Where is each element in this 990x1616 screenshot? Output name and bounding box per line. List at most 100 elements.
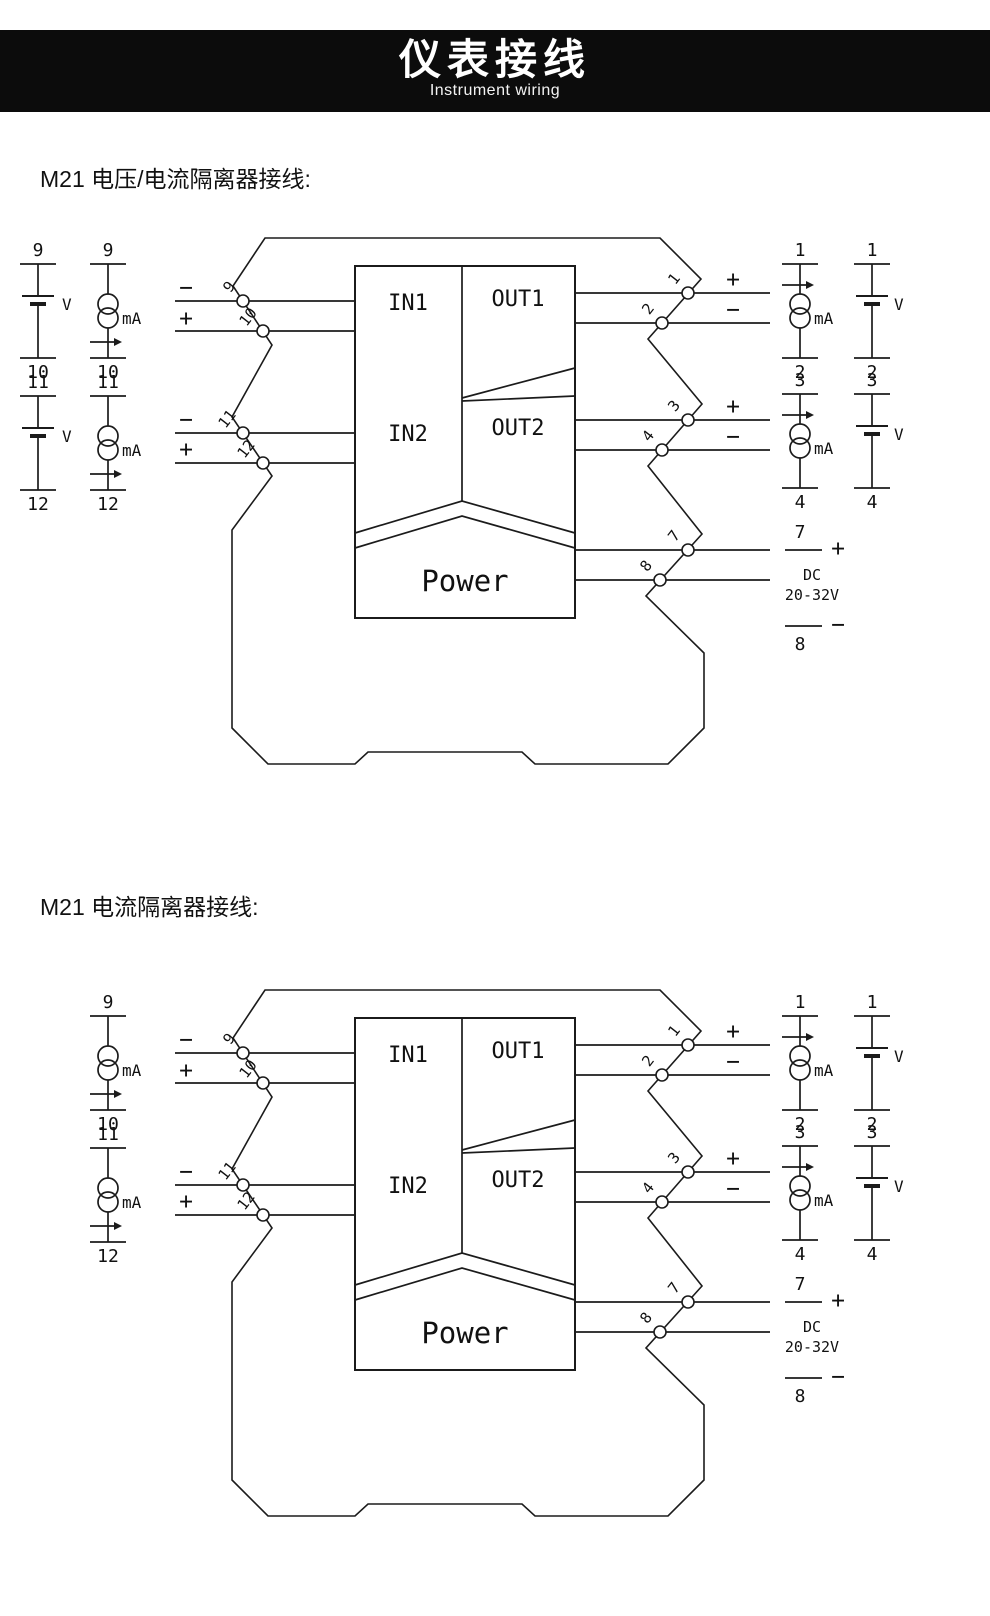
terminal-number: 8 bbox=[795, 1386, 806, 1407]
current-symbol-label: mA bbox=[814, 309, 834, 328]
current-direction-arrow bbox=[806, 1163, 814, 1171]
minus-sign: − bbox=[831, 612, 845, 638]
current-symbol-label: mA bbox=[122, 441, 142, 460]
terminal-8-label: 8 bbox=[636, 1309, 656, 1327]
plus-sign: + bbox=[831, 536, 845, 562]
isolator-module-box: IN1 OUT1 IN2 OUT2 Power bbox=[354, 265, 576, 619]
voltage-indicator-3-4: 3 V 4 bbox=[854, 1122, 904, 1265]
module-in1-label: IN1 bbox=[388, 1043, 428, 1068]
minus-sign: − bbox=[179, 275, 193, 301]
dc-label: DC bbox=[803, 566, 821, 584]
isolator-case-outline bbox=[231, 989, 705, 1517]
minus-sign: − bbox=[726, 1176, 740, 1202]
terminal-12-label: 12 bbox=[233, 436, 258, 461]
current-direction-arrow bbox=[806, 411, 814, 419]
module-out1-label: OUT1 bbox=[492, 287, 545, 312]
connection-wires bbox=[175, 1044, 770, 1333]
voltage-symbol-label: V bbox=[62, 295, 72, 314]
current-symbol-label: mA bbox=[122, 1193, 142, 1212]
voltage-indicator-1-2: 1 V 2 bbox=[854, 240, 904, 383]
terminal-points bbox=[236, 1038, 695, 1339]
terminal-number: 9 bbox=[103, 992, 114, 1013]
diagram-voltage-current-isolator: IN1 OUT1 IN2 OUT2 Power − + − + + − + − … bbox=[0, 198, 990, 798]
page-title: 仪表接线 bbox=[398, 36, 591, 83]
terminal-3-label: 3 bbox=[664, 1149, 684, 1167]
minus-sign: − bbox=[179, 1159, 193, 1185]
isolator-case-outline bbox=[231, 237, 705, 765]
current-direction-arrow bbox=[806, 1033, 814, 1041]
module-in2-label: IN2 bbox=[388, 1174, 428, 1199]
diagram-current-isolator: IN1 OUT1 IN2 OUT2 Power − + − + + − + − … bbox=[0, 950, 990, 1550]
section-title-current: M21 电流隔离器接线: bbox=[40, 894, 259, 920]
module-power-label: Power bbox=[421, 564, 508, 598]
terminal-number: 7 bbox=[795, 1274, 806, 1295]
current-direction-arrow bbox=[114, 470, 122, 478]
terminal-number: 3 bbox=[795, 370, 806, 391]
dc-power-supply: 7 + DC 20-32V − 8 bbox=[785, 522, 845, 655]
isolator-module-box: IN1 OUT1 IN2 OUT2 Power bbox=[354, 1017, 576, 1371]
wire-polarity-signs: − + − + + − + − bbox=[179, 267, 740, 463]
module-out1-label: OUT1 bbox=[492, 1039, 545, 1064]
terminal-7-label: 7 bbox=[664, 527, 684, 545]
current-symbol-label: mA bbox=[122, 309, 142, 328]
current-direction-arrow bbox=[806, 281, 814, 289]
terminal-number: 10 bbox=[27, 362, 49, 383]
current-direction-arrow bbox=[114, 1222, 122, 1230]
plus-sign: + bbox=[179, 1058, 193, 1084]
voltage-source-9-10: 9 V 10 bbox=[20, 240, 72, 383]
plus-sign: + bbox=[831, 1288, 845, 1314]
current-symbol-label: mA bbox=[814, 1061, 834, 1080]
terminal-number: 2 bbox=[795, 1114, 806, 1135]
plus-sign: + bbox=[726, 394, 740, 420]
terminal-number: 2 bbox=[867, 362, 878, 383]
current-symbol-label: mA bbox=[122, 1061, 142, 1080]
terminal-number: 12 bbox=[97, 1246, 119, 1267]
plus-sign: + bbox=[179, 1189, 193, 1215]
terminal-number: 11 bbox=[97, 1124, 119, 1145]
current-indicator-1-2: 1 mA 2 bbox=[782, 992, 834, 1135]
terminal-number: 4 bbox=[867, 492, 878, 513]
terminal-4-label: 4 bbox=[638, 1179, 658, 1197]
terminal-10-label: 10 bbox=[235, 304, 260, 329]
module-in2-label: IN2 bbox=[388, 422, 428, 447]
module-power-label: Power bbox=[421, 1316, 508, 1350]
page-header: 仪表接线 Instrument wiring bbox=[0, 30, 990, 112]
dc-power-supply: 7 + DC 20-32V − 8 bbox=[785, 1274, 845, 1407]
terminal-number: 2 bbox=[867, 1114, 878, 1135]
terminal-number: 12 bbox=[97, 494, 119, 515]
terminal-number: 4 bbox=[795, 492, 806, 513]
terminal-number: 1 bbox=[795, 240, 806, 261]
current-source-9-10: 9 mA 10 bbox=[90, 240, 142, 383]
terminal-number: 10 bbox=[97, 1114, 119, 1135]
dc-label: DC bbox=[803, 1318, 821, 1336]
page-subtitle: Instrument wiring bbox=[429, 82, 561, 100]
terminal-1-label: 1 bbox=[664, 270, 684, 288]
minus-sign: − bbox=[831, 1364, 845, 1390]
terminal-number: 1 bbox=[795, 992, 806, 1013]
minus-sign: − bbox=[726, 424, 740, 450]
terminal-number: 9 bbox=[33, 240, 44, 261]
terminal-8-label: 8 bbox=[636, 557, 656, 575]
module-in1-label: IN1 bbox=[388, 291, 428, 316]
terminal-2-label: 2 bbox=[638, 300, 658, 318]
current-source-9-10: 9 mA 10 bbox=[90, 992, 142, 1135]
current-direction-arrow bbox=[114, 1090, 122, 1098]
voltage-symbol-label: V bbox=[894, 1177, 904, 1196]
terminal-number: 1 bbox=[867, 240, 878, 261]
voltage-indicator-3-4: 3 V 4 bbox=[854, 370, 904, 513]
plus-sign: + bbox=[179, 437, 193, 463]
minus-sign: − bbox=[726, 1049, 740, 1075]
minus-sign: − bbox=[179, 1027, 193, 1053]
plus-sign: + bbox=[726, 267, 740, 293]
current-source-11-12: 11 mA 12 bbox=[90, 1124, 142, 1267]
wire-polarity-signs: − + − + + − + − bbox=[179, 1019, 740, 1215]
terminal-number: 11 bbox=[27, 372, 49, 393]
terminal-3-label: 3 bbox=[664, 397, 684, 415]
minus-sign: − bbox=[726, 297, 740, 323]
terminal-number: 9 bbox=[103, 240, 114, 261]
current-symbol-label: mA bbox=[814, 439, 834, 458]
section-title-voltage-current: M21 电压/电流隔离器接线: bbox=[40, 166, 311, 192]
minus-sign: − bbox=[179, 407, 193, 433]
terminal-number: 4 bbox=[795, 1244, 806, 1265]
dc-voltage-label: 20-32V bbox=[785, 586, 839, 604]
